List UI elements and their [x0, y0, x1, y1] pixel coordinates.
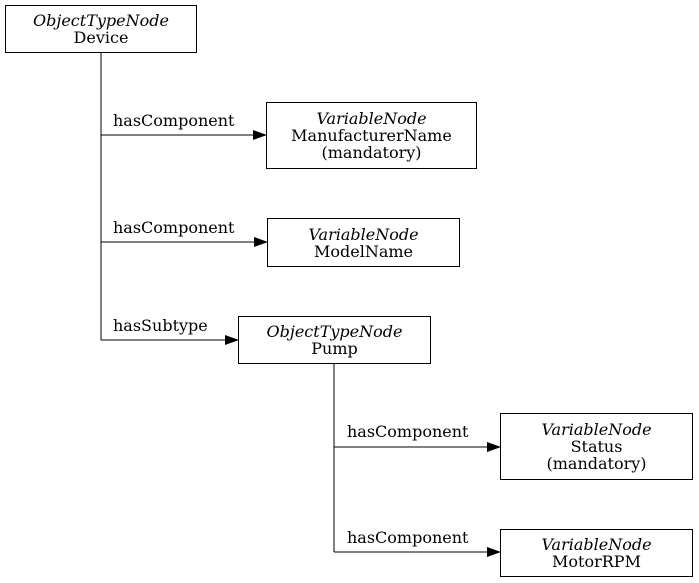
node-pump: ObjectTypeNode Pump: [238, 316, 431, 364]
node-device-type: ObjectTypeNode: [33, 11, 169, 30]
node-manufacturer-name: VariableNode ManufacturerName (mandatory…: [266, 102, 477, 169]
node-motor-rpm-name: MotorRPM: [552, 552, 641, 571]
node-model-name-type: VariableNode: [308, 224, 419, 244]
node-manufacturer-name-note: (mandatory): [321, 143, 422, 162]
edge-label-pump-status: hasComponent: [347, 422, 469, 441]
node-status-name: Status: [570, 437, 623, 456]
node-model-name: VariableNode ModelName: [267, 218, 460, 267]
node-status-note: (mandatory): [546, 454, 647, 473]
node-status-type: VariableNode: [541, 420, 652, 439]
node-model-name-name: ModelName: [313, 241, 414, 261]
node-motor-rpm: VariableNode MotorRPM: [500, 529, 693, 577]
node-device: ObjectTypeNode Device: [5, 5, 197, 53]
edge-label-device-model: hasComponent: [113, 218, 235, 237]
node-pump-name: Pump: [311, 339, 358, 358]
node-status: VariableNode Status (mandatory): [500, 413, 693, 480]
edge-label-device-pump: hasSubtype: [113, 316, 208, 335]
edge-label-device-manufacturer: hasComponent: [113, 111, 235, 130]
node-motor-rpm-type: VariableNode: [541, 535, 652, 554]
node-pump-type: ObjectTypeNode: [266, 322, 403, 341]
edge-label-pump-motor: hasComponent: [347, 528, 469, 547]
node-manufacturer-name-name: ManufacturerName: [291, 126, 452, 145]
node-manufacturer-name-type: VariableNode: [316, 109, 427, 128]
node-device-name: Device: [73, 28, 129, 47]
